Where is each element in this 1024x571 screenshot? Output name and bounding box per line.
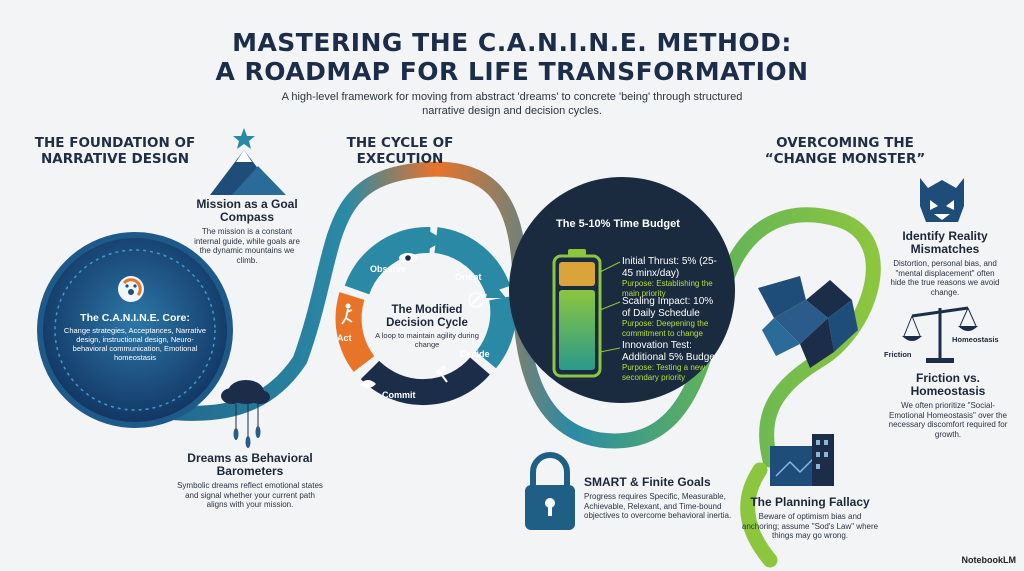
decision-cycle-title: The Modified Decision Cycle — [386, 304, 468, 329]
smart-goals-block: SMART & Finite Goals Progress requires S… — [584, 476, 734, 521]
dreams-text: Symbolic dreams reflect emotional states… — [177, 481, 323, 509]
reality-mismatch-block: Identify Reality Mismatches Distortion, … — [890, 230, 1000, 297]
smart-goals-title: SMART & Finite Goals — [584, 475, 711, 489]
budget-item-2-purpose: Purpose: Deepening the commitment to cha… — [622, 319, 709, 338]
cracked-glass-icon — [758, 276, 858, 368]
step-orient-label: Orient — [455, 272, 482, 282]
subtitle: A high-level framework for moving from a… — [281, 91, 743, 117]
decision-cycle-ring — [335, 226, 517, 406]
star-icon — [233, 128, 255, 149]
mission-compass-title: Mission as a Goal Compass — [196, 197, 298, 224]
budget-item-2-head: Scaling Impact: 10% of Daily Schedule — [622, 296, 714, 319]
mountain-icon — [210, 150, 286, 195]
scale-friction-label: Friction — [884, 350, 912, 359]
step-observe-label: Observe — [370, 264, 407, 274]
budget-item-3: Innovation Test: Additional 5% Budget Pu… — [622, 340, 718, 382]
decision-cycle-center: The Modified Decision Cycle A loop to ma… — [372, 304, 482, 349]
section-foundation-heading: THE FOUNDATION OF NARRATIVE DESIGN — [34, 135, 196, 167]
title-line-2: A ROADMAP FOR LIFE TRANSFORMATION — [215, 57, 809, 86]
reality-mismatch-text: Distortion, personal bias, and "mental d… — [890, 259, 1000, 297]
canine-core-circle — [37, 232, 233, 428]
step-decide-label: Decide — [460, 349, 490, 359]
crumbling-plan-icon — [770, 434, 834, 486]
handshake-icon — [360, 380, 376, 388]
eye-icon — [399, 253, 417, 263]
budget-item-1: Initial Thrust: 5% (25-45 minx/day) Purp… — [622, 256, 718, 298]
smart-goals-text: Progress requires Specific, Measurable, … — [584, 492, 732, 520]
time-budget-title: The 5-10% Time Budget — [556, 218, 680, 230]
mission-compass-text: The mission is a constant internal guide… — [194, 227, 300, 265]
canine-core-block: The C.A.N.I.N.E. Core: Change strategies… — [60, 312, 210, 362]
dreams-title: Dreams as Behavioral Barometers — [187, 451, 313, 478]
runner-icon — [341, 303, 353, 325]
lock-icon — [525, 452, 575, 530]
mission-compass-block: Mission as a Goal Compass The mission is… — [192, 198, 302, 265]
budget-item-2: Scaling Impact: 10% of Daily Schedule Pu… — [622, 296, 722, 338]
notebooklm-watermark: NotebookLM — [961, 555, 1017, 565]
dreams-block: Dreams as Behavioral Barometers Symbolic… — [176, 452, 324, 510]
canine-core-title: The C.A.N.I.N.E. Core: — [80, 312, 190, 324]
gavel-icon — [435, 365, 448, 383]
step-act-label: Act — [337, 333, 352, 343]
budget-item-3-head: Innovation Test: Additional 5% Budget — [622, 340, 718, 363]
budget-item-1-head: Initial Thrust: 5% (25-45 minx/day) — [622, 256, 717, 279]
step-commit-label: Commit — [382, 390, 416, 400]
scale-homeostasis-label: Homeostasis — [952, 335, 999, 344]
section-cycle-heading: THE CYCLE OF EXECUTION — [346, 135, 454, 167]
battery-icon — [552, 249, 602, 378]
dream-cloud-icon — [221, 380, 270, 448]
reality-mismatch-title: Identify Reality Mismatches — [902, 229, 988, 256]
planning-fallacy-block: The Planning Fallacy Beware of optimism … — [740, 496, 880, 541]
planning-fallacy-text: Beware of optimism bias and anchoring; a… — [741, 512, 879, 540]
monster-icon — [920, 178, 964, 222]
page-title: MASTERING THE C.A.N.I.N.E. METHOD: A ROA… — [0, 28, 1024, 86]
friction-text: We often prioritize "Social-Emotional Ho… — [888, 401, 1008, 439]
friction-block: Friction vs. Homeostasis We often priori… — [886, 372, 1010, 439]
friction-title: Friction vs. Homeostasis — [910, 371, 986, 398]
canine-core-text: Change strategies, Acceptances, Narrativ… — [63, 326, 207, 362]
decision-cycle-text: A loop to maintain agility during change — [375, 331, 479, 349]
budget-item-3-purpose: Purpose: Testing a new secondary priorit… — [622, 363, 706, 382]
title-line-1: MASTERING THE C.A.N.I.N.E. METHOD: — [232, 28, 792, 57]
section-overcoming-heading: OVERCOMING THE “CHANGE MONSTER” — [764, 135, 926, 167]
budget-item-1-purpose: Purpose: Establishing the main priority — [622, 279, 713, 298]
planning-fallacy-title: The Planning Fallacy — [750, 495, 870, 509]
scale-icon — [902, 306, 978, 363]
compass-icon — [468, 292, 484, 308]
roadmap-path — [112, 161, 881, 468]
